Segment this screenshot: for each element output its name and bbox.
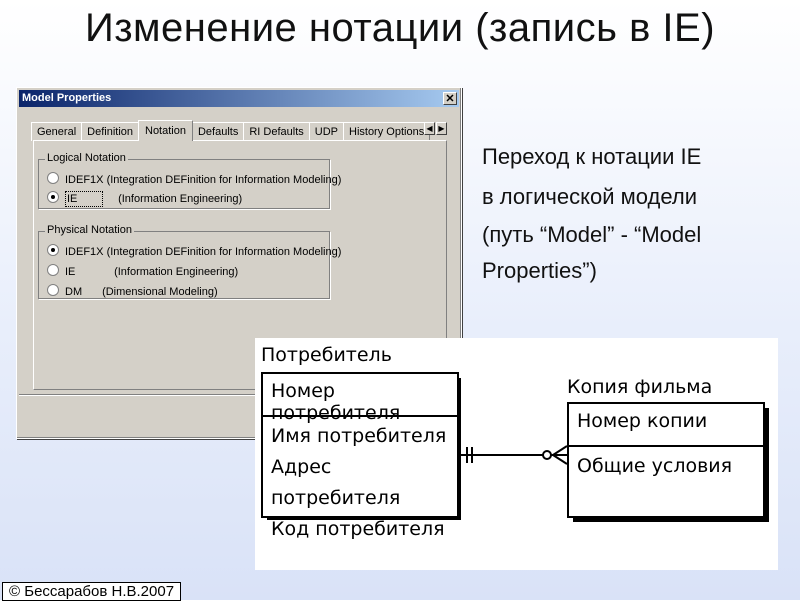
physical-option-dm[interactable]: DM (Dimensional Modeling) bbox=[47, 284, 218, 298]
entity-attribute: Адрес потребителя bbox=[271, 456, 401, 509]
tab-ri-defaults[interactable]: RI Defaults bbox=[243, 122, 310, 141]
entity-attribute: Общие условия bbox=[577, 455, 733, 477]
tab-defaults[interactable]: Defaults bbox=[191, 122, 245, 141]
dialog-title: Model Properties bbox=[22, 92, 112, 104]
physical-notation-group: Physical Notation IDEF1X (Integration DE… bbox=[38, 224, 341, 299]
tab-definition[interactable]: Definition bbox=[81, 122, 139, 141]
radio-button-checked[interactable] bbox=[47, 244, 59, 256]
physical-option-idef1x[interactable]: IDEF1X (Integration DEFinition for Infor… bbox=[47, 244, 341, 258]
entity-name-film-copy: Копия фильма bbox=[567, 376, 713, 398]
entity-key: Номер потребителя bbox=[263, 374, 457, 424]
entity-film-copy: Номер копии Общие условия bbox=[567, 402, 765, 518]
relationship-line bbox=[459, 445, 568, 465]
radio-button-checked[interactable] bbox=[47, 191, 59, 203]
logical-notation-label: Logical Notation bbox=[45, 152, 128, 164]
copyright-label: © Бессарабов Н.В.2007 bbox=[2, 582, 182, 601]
entity-name-consumer: Потребитель bbox=[261, 344, 392, 366]
physical-notation-label: Physical Notation bbox=[45, 224, 134, 236]
er-diagram: Потребитель Номер потребителя Имя потреб… bbox=[255, 338, 778, 570]
entity-attribute: Код потребителя bbox=[271, 518, 445, 540]
tab-notation[interactable]: Notation bbox=[138, 120, 193, 141]
slide-title: Изменение нотации (запись в IE) bbox=[84, 6, 716, 50]
tab-scroll-left-icon[interactable]: ◀ bbox=[424, 122, 435, 135]
tab-udp[interactable]: UDP bbox=[308, 122, 344, 141]
logical-option-ie[interactable]: IE (Information Engineering) bbox=[47, 191, 242, 207]
dialog-separator bbox=[19, 394, 459, 396]
radio-button[interactable] bbox=[47, 172, 59, 184]
entity-attribute: Имя потребителя bbox=[271, 425, 447, 447]
logical-notation-group: Logical Notation IDEF1X (Integration DEF… bbox=[38, 152, 341, 209]
physical-option-ie[interactable]: IE (Information Engineering) bbox=[47, 264, 238, 278]
entity-key: Номер копии bbox=[569, 404, 763, 447]
radio-button[interactable] bbox=[47, 284, 59, 296]
entity-consumer: Номер потребителя Имя потребителя Адрес … bbox=[261, 372, 459, 540]
description-line-1: Переход к нотации IE bbox=[482, 144, 702, 169]
description-line-2: в логической модели bbox=[482, 184, 697, 209]
tab-scroll-right-icon[interactable]: ▶ bbox=[436, 122, 447, 135]
tab-general[interactable]: General bbox=[31, 122, 83, 141]
logical-option-idef1x[interactable]: IDEF1X (Integration DEFinition for Infor… bbox=[47, 172, 341, 186]
close-icon[interactable]: ✕ bbox=[443, 92, 457, 105]
description-line-4: Properties”) bbox=[482, 258, 597, 283]
description-line-3: (путь “Model” - “Model bbox=[482, 222, 702, 247]
radio-button[interactable] bbox=[47, 264, 59, 276]
notation-panel: Logical Notation IDEF1X (Integration DEF… bbox=[33, 140, 447, 390]
tab-history-options[interactable]: History Options bbox=[343, 122, 431, 141]
dialog-titlebar: Model Properties ✕ bbox=[19, 90, 459, 107]
